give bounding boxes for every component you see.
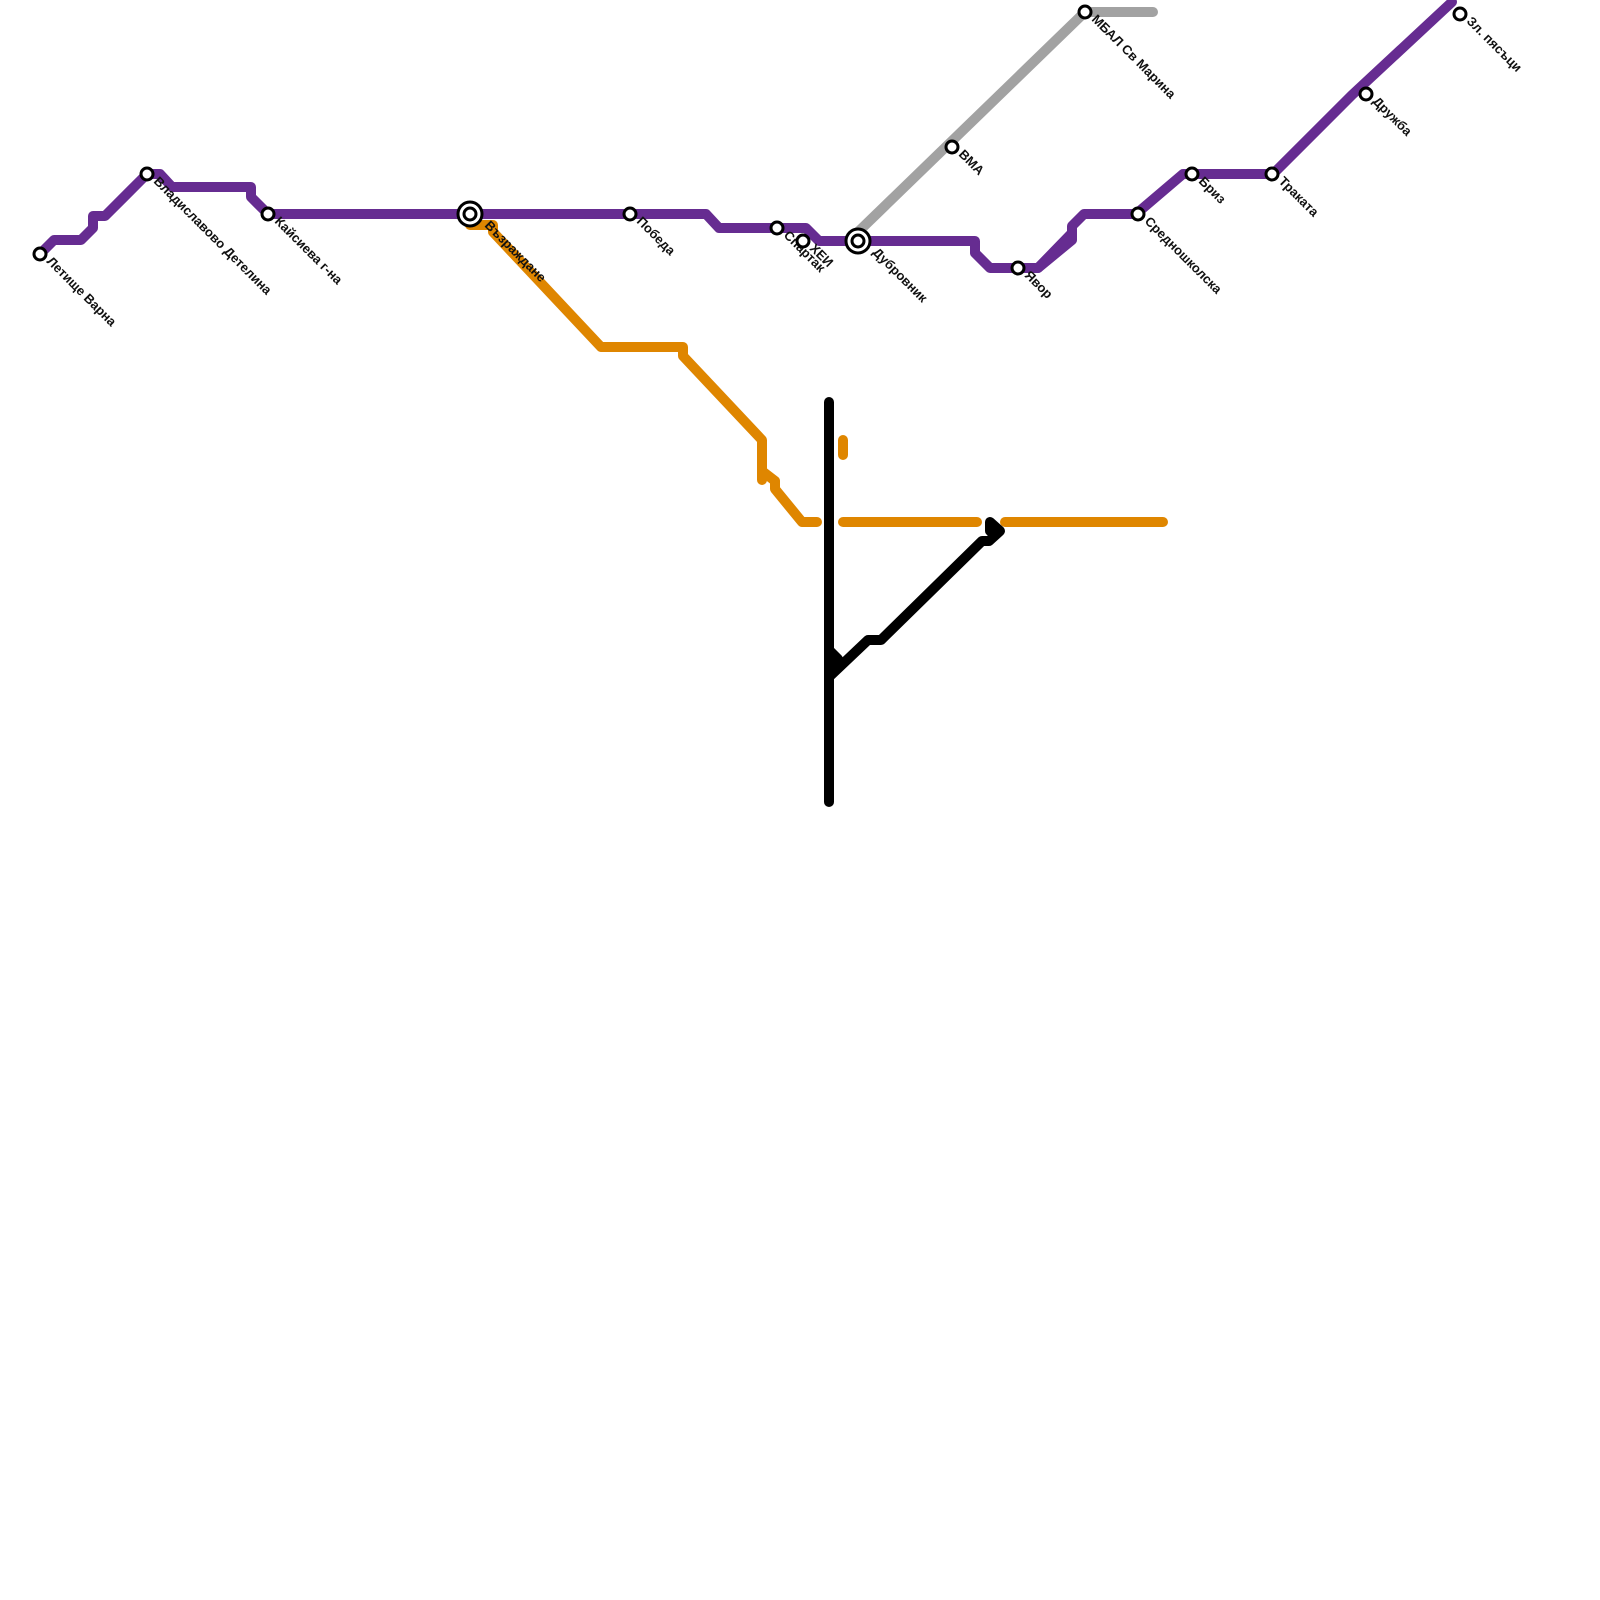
station-label: Възраждане xyxy=(482,218,549,285)
station-label: Летище Варна xyxy=(44,254,120,330)
station-label: Кайсиева г-на xyxy=(272,214,346,288)
station-label: Зл. пясъци xyxy=(1464,14,1525,75)
station-sredno[interactable]: Средношколска xyxy=(1130,206,1226,298)
station-zlpyasatsi[interactable]: Зл. пясъци xyxy=(1452,6,1525,75)
station-letishte[interactable]: Летище Варна xyxy=(32,246,120,330)
station-vma[interactable]: ВМА xyxy=(944,139,988,179)
station-label: Дружба xyxy=(1370,94,1416,140)
station-label: МБАЛ Св Марина xyxy=(1089,12,1179,102)
gray-line xyxy=(853,7,1158,237)
purple-branch xyxy=(1033,223,1077,273)
orange-line xyxy=(465,220,1168,527)
station-label: Явор xyxy=(1022,268,1056,302)
station-label: Дубровник xyxy=(870,245,931,306)
station-yavor[interactable]: Явор xyxy=(1010,260,1056,302)
station-label: Траката xyxy=(1276,174,1322,220)
station-label: Победа xyxy=(634,214,679,259)
station-trakata[interactable]: Траката xyxy=(1264,166,1322,220)
purple-line xyxy=(35,0,1457,273)
station-label: ВМА xyxy=(956,147,988,179)
station-label: Владиславово Детелина xyxy=(151,174,276,299)
station-kaysieva[interactable]: Кайсиева г-на xyxy=(260,206,346,288)
black-line xyxy=(824,397,1005,807)
station-label: Средношколска xyxy=(1142,214,1226,298)
station-druzhba[interactable]: Дружба xyxy=(1358,86,1416,140)
station-mbal[interactable]: МБАЛ Св Марина xyxy=(1077,4,1179,102)
